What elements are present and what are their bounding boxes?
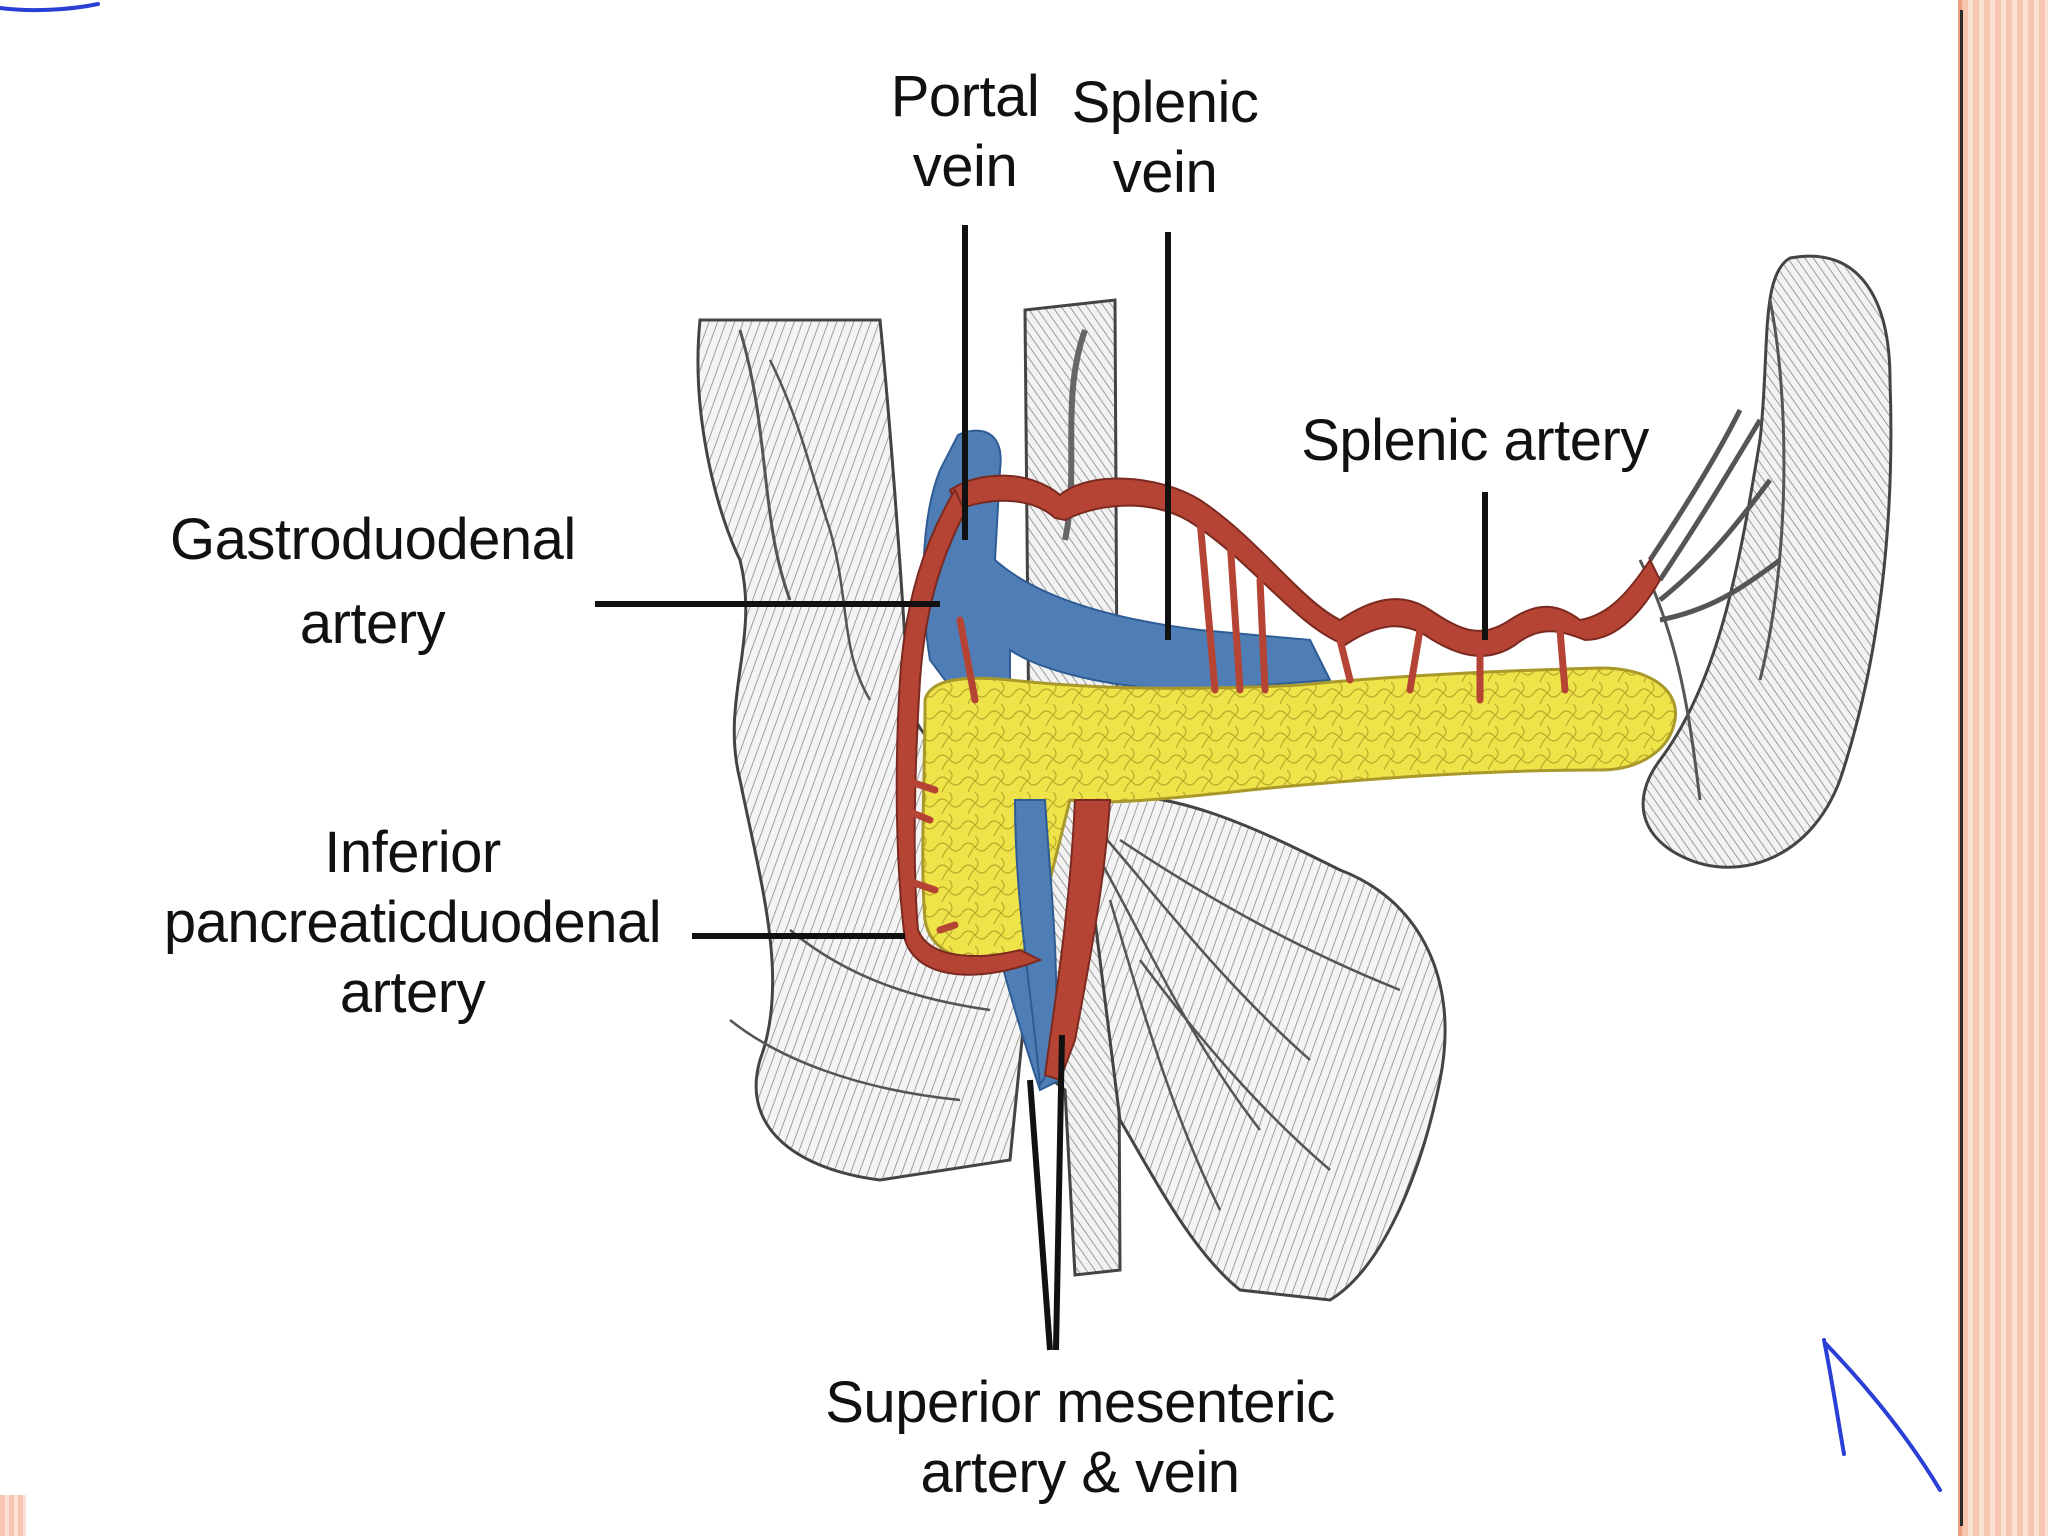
- slide-corner-marker: [0, 1495, 26, 1536]
- splenic-artery-shape: [948, 474, 1662, 657]
- label-splenic-vein: Splenic vein: [1071, 70, 1259, 205]
- label-portal-vein: Portal vein: [890, 64, 1040, 199]
- spleen: [1641, 254, 1893, 869]
- pen-stroke-icon: [0, 2, 1942, 1492]
- label-splenic-artery: Splenic artery: [1301, 408, 1649, 473]
- slide-frame-line: [1960, 10, 1963, 1526]
- label-inferior-pancreaticoduodenal-artery: Inferior pancreaticduodenal artery: [163, 820, 662, 1025]
- slide-frame-border: [1958, 0, 2048, 1536]
- gastroduodenal-artery-shape: [895, 487, 1043, 976]
- jejunum: [1078, 794, 1447, 1302]
- label-gastroduodenal-artery: Gastroduodenal artery: [170, 507, 576, 656]
- leader-lines: [595, 225, 1488, 1351]
- label-superior-mesenteric: Superior mesenteric artery & vein: [825, 1370, 1335, 1505]
